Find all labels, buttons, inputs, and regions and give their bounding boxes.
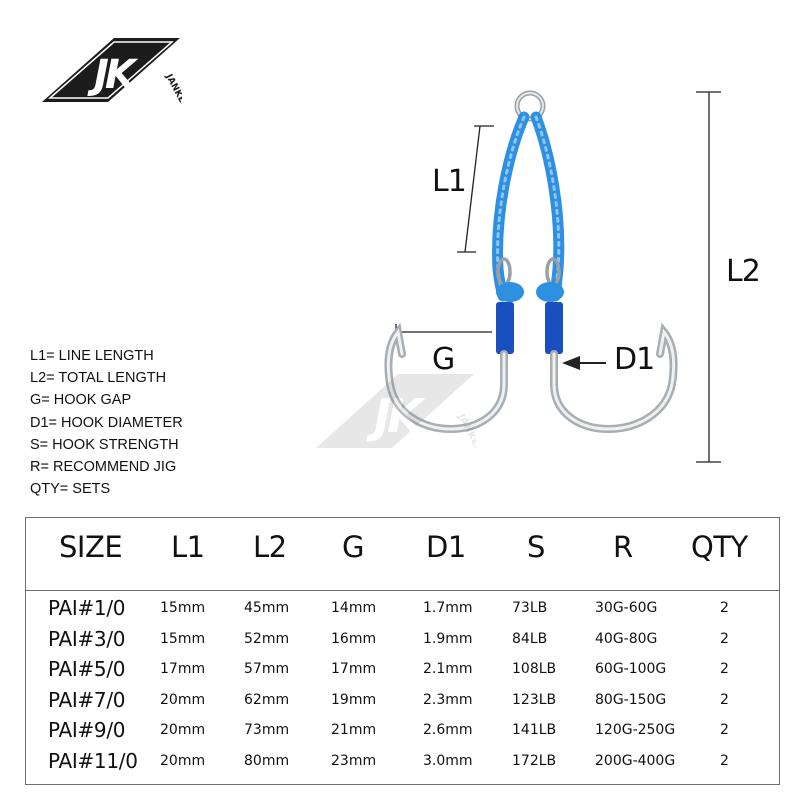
cell-l2: 57mm bbox=[244, 661, 290, 677]
table-row: PAI#3/0 15mm 52mm 16mm 1.9mm 84LB 40G-80… bbox=[26, 627, 779, 658]
cell-qty: 2 bbox=[720, 661, 729, 677]
cell-l2: 52mm bbox=[244, 630, 290, 647]
cell-s: 108LB bbox=[512, 661, 557, 677]
watermark-word: JANKER bbox=[455, 411, 476, 450]
table-row: PAI#11/0 20mm 80mm 23mm 3.0mm 172LB 200G… bbox=[26, 749, 779, 780]
watermark-logo: JK JANKER bbox=[316, 374, 476, 450]
legend-line-g: G= HOOK GAP bbox=[30, 392, 132, 409]
cell-g: 17mm bbox=[331, 661, 377, 677]
cell-qty: 2 bbox=[720, 722, 729, 738]
logo-letters: JK bbox=[87, 52, 139, 98]
table-row: PAI#5/0 17mm 57mm 17mm 2.1mm 108LB 60G-1… bbox=[26, 657, 779, 688]
l2-label: L2 bbox=[726, 254, 761, 289]
l1-dimension-bracket bbox=[457, 125, 494, 253]
cell-g: 21mm bbox=[331, 722, 377, 738]
header-qty: QTY bbox=[691, 530, 748, 564]
header-divider bbox=[26, 590, 779, 591]
cell-s: 172LB bbox=[512, 752, 557, 769]
legend-line-l2: L2= TOTAL LENGTH bbox=[30, 370, 167, 387]
legend-line-r: R= RECOMMEND JIG bbox=[30, 459, 177, 476]
watermark-letters: JK bbox=[366, 389, 426, 443]
cell-l1: 20mm bbox=[160, 691, 206, 708]
cell-g: 23mm bbox=[331, 752, 377, 769]
legend-line-qty: QTY= SETS bbox=[30, 481, 111, 498]
header-l2: L2 bbox=[253, 530, 287, 564]
cell-r: 30G-60G bbox=[595, 600, 658, 616]
cell-d1: 3.0mm bbox=[423, 752, 473, 769]
cell-r: 40G-80G bbox=[595, 630, 658, 647]
table-row: PAI#7/0 20mm 62mm 19mm 2.3mm 123LB 80G-1… bbox=[26, 688, 779, 719]
cell-r: 200G-400G bbox=[595, 752, 676, 769]
cell-size: PAI#3/0 bbox=[48, 626, 126, 651]
table-row: PAI#9/0 20mm 73mm 21mm 2.6mm 141LB 120G-… bbox=[26, 718, 779, 749]
g-dimension-line bbox=[395, 324, 492, 340]
table-row: PAI#1/0 15mm 45mm 14mm 1.7mm 73LB 30G-60… bbox=[26, 596, 779, 627]
cell-s: 84LB bbox=[512, 630, 548, 647]
cell-size: PAI#1/0 bbox=[48, 596, 126, 620]
header-d1: D1 bbox=[426, 530, 466, 564]
cell-g: 19mm bbox=[331, 691, 377, 708]
hook-illustration bbox=[384, 90, 721, 463]
g-label: G bbox=[432, 342, 455, 377]
table-body: PAI#1/0 15mm 45mm 14mm 1.7mm 73LB 30G-60… bbox=[26, 596, 779, 779]
cell-size: PAI#7/0 bbox=[48, 687, 126, 712]
legend-line-l1: L1= LINE LENGTH bbox=[30, 348, 154, 364]
header-g: G bbox=[342, 530, 364, 564]
d1-arrow bbox=[562, 356, 606, 370]
logo-word: JANKER bbox=[163, 72, 182, 104]
cell-qty: 2 bbox=[720, 600, 729, 616]
header-l1: L1 bbox=[171, 530, 205, 564]
cell-qty: 2 bbox=[720, 691, 729, 708]
cell-d1: 2.1mm bbox=[423, 661, 473, 677]
cell-l1: 15mm bbox=[160, 630, 206, 647]
cell-l1: 20mm bbox=[160, 752, 206, 769]
cell-r: 60G-100G bbox=[595, 661, 667, 677]
cell-qty: 2 bbox=[720, 630, 729, 647]
header-s: S bbox=[527, 530, 545, 564]
cell-d1: 2.6mm bbox=[423, 722, 473, 738]
cell-l1: 17mm bbox=[160, 661, 206, 677]
cell-l2: 73mm bbox=[244, 722, 290, 738]
cell-l2: 45mm bbox=[244, 600, 290, 616]
legend-line-s: S= HOOK STRENGTH bbox=[30, 436, 179, 453]
header-size: SIZE bbox=[59, 530, 123, 564]
cell-g: 16mm bbox=[331, 630, 377, 647]
cell-d1: 1.7mm bbox=[423, 600, 473, 616]
cell-size: PAI#5/0 bbox=[48, 657, 126, 681]
cell-g: 14mm bbox=[331, 600, 377, 616]
legend-line-d1: D1= HOOK DIAMETER bbox=[30, 414, 183, 431]
cell-l1: 15mm bbox=[160, 600, 206, 616]
l1-label: L1 bbox=[432, 164, 467, 199]
cell-d1: 1.9mm bbox=[423, 630, 473, 647]
cell-l2: 80mm bbox=[244, 752, 290, 769]
table-header: SIZE L1 L2 G D1 S R QTY bbox=[26, 530, 779, 590]
cell-qty: 2 bbox=[720, 752, 729, 769]
cell-size: PAI#9/0 bbox=[48, 718, 126, 742]
cell-s: 73LB bbox=[512, 600, 548, 616]
thread-wrap-left bbox=[496, 302, 514, 354]
thread-wrap-right bbox=[545, 302, 563, 354]
d1-label: D1 bbox=[614, 342, 655, 377]
cell-r: 80G-150G bbox=[595, 691, 667, 708]
spec-table: SIZE L1 L2 G D1 S R QTY PAI#1/0 15mm 45m… bbox=[25, 517, 780, 785]
cell-s: 141LB bbox=[512, 722, 557, 738]
cell-l1: 20mm bbox=[160, 722, 206, 738]
cell-l2: 62mm bbox=[244, 691, 290, 708]
brand-logo: JK JANKER bbox=[42, 38, 182, 104]
cell-r: 120G-250G bbox=[595, 722, 676, 738]
l2-dimension-bracket bbox=[696, 91, 721, 463]
cell-s: 123LB bbox=[512, 691, 557, 708]
assist-cord bbox=[492, 111, 565, 302]
cell-size: PAI#11/0 bbox=[48, 748, 138, 773]
legend: L1= LINE LENGTH L2= TOTAL LENGTH G= HOOK… bbox=[30, 345, 270, 500]
cell-d1: 2.3mm bbox=[423, 691, 473, 708]
header-r: R bbox=[613, 530, 633, 564]
